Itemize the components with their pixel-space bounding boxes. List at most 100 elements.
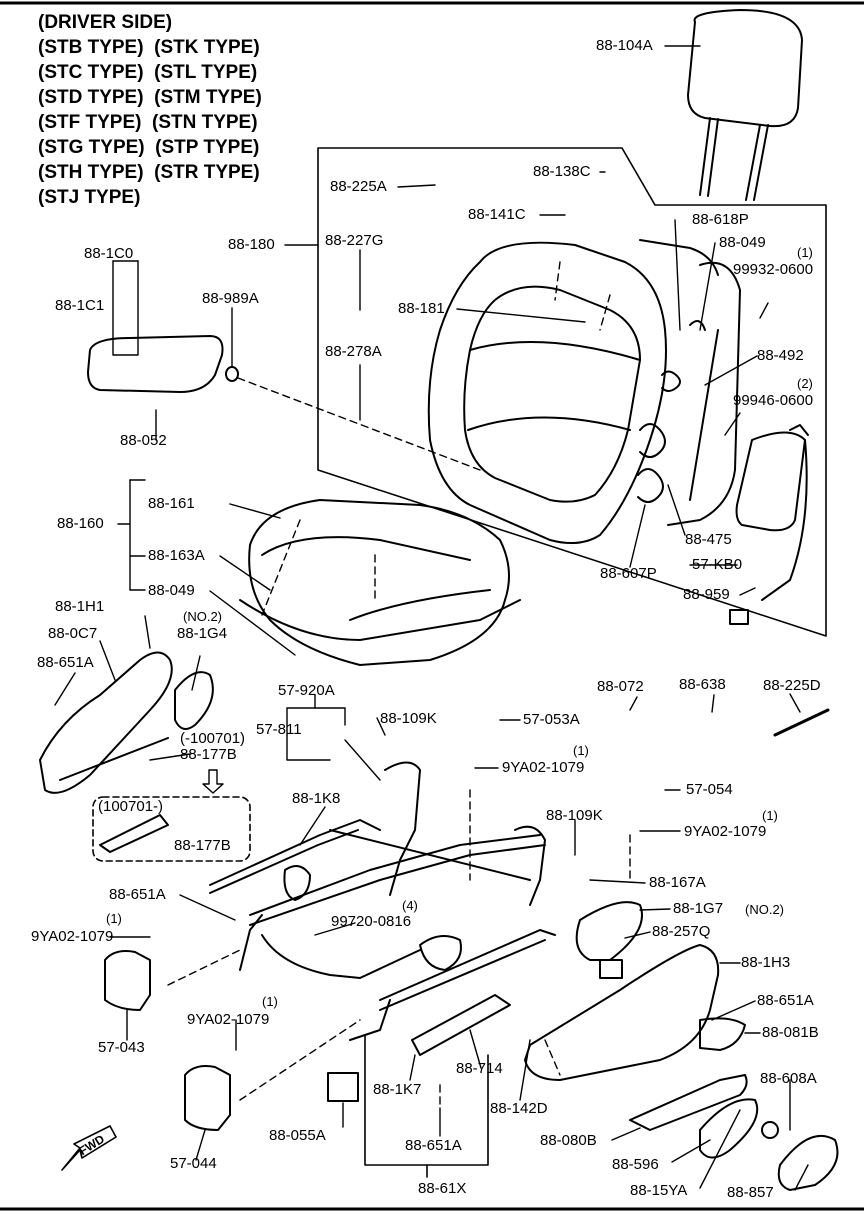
callout-88-225a: 88-225A	[330, 178, 387, 195]
callout-88-072: 88-072	[597, 678, 644, 695]
callout-88-596: 88-596	[612, 1156, 659, 1173]
callout-88-142d: 88-142D	[490, 1100, 548, 1117]
side-airbag-module	[729, 424, 809, 625]
seat-cushion	[239, 499, 521, 666]
callout-88-1c1: 88-1C1	[55, 297, 105, 314]
callout-88-475: 88-475	[685, 531, 732, 548]
callout-88-177b-a: 88-177B	[180, 746, 237, 763]
callout-99932-0600: 99932-0600	[733, 261, 814, 278]
callout-9ya02-1079-a: 9YA02-1079	[502, 759, 585, 776]
qty-9ya02-d: (1)	[262, 994, 278, 1009]
qty-no2-1g7: (NO.2)	[745, 902, 784, 917]
callout-88-651a-right: 88-651A	[757, 992, 814, 1009]
callout-88-857: 88-857	[727, 1184, 774, 1201]
qty-99932: (1)	[797, 245, 813, 260]
callout-88-049-back: 88-049	[719, 234, 766, 251]
callout-99720-0816: 99720-0816	[331, 913, 412, 930]
callout-57-054: 57-054	[686, 781, 733, 798]
callout-88-651a-frame: 88-651A	[109, 886, 166, 903]
callout-57-043: 57-043	[98, 1039, 145, 1056]
qty-9ya02-a: (1)	[573, 743, 589, 758]
callout-88-109k-a: 88-109K	[380, 710, 437, 727]
callout-57-kb0: 57-KB0	[692, 556, 743, 573]
callout-88-618p: 88-618P	[692, 211, 749, 228]
header-line-3: (STC TYPE) (STL TYPE)	[38, 62, 258, 83]
qty-9ya02-b: (1)	[762, 808, 778, 823]
callout-88-651a-left: 88-651A	[37, 654, 94, 671]
callout-88-0c7: 88-0C7	[48, 625, 98, 642]
headrest	[687, 9, 803, 201]
callout-88-177b-b: 88-177B	[174, 837, 231, 854]
callout-88-989a: 88-989A	[202, 290, 259, 307]
right-trim-parts	[524, 901, 839, 1191]
callout-88-080b: 88-080B	[540, 1132, 597, 1149]
callout-88-1g7: 88-1G7	[673, 900, 724, 917]
header-line-2: (STB TYPE) (STK TYPE)	[38, 37, 260, 58]
callout-88-61x: 88-61X	[418, 1180, 467, 1197]
callout-88-141c: 88-141C	[468, 206, 526, 223]
qty-99720: (4)	[402, 898, 418, 913]
variant-box	[92, 796, 251, 862]
callout-88-1c0: 88-1C0	[84, 245, 134, 262]
callout-88-638: 88-638	[679, 676, 726, 693]
callout-minus-100701: (-100701)	[180, 730, 246, 747]
callout-88-607p: 88-607P	[600, 565, 657, 582]
callout-88-492: 88-492	[757, 347, 804, 364]
callout-88-081b: 88-081B	[762, 1024, 819, 1041]
callout-99946-0600: 99946-0600	[733, 392, 814, 409]
callout-88-138c: 88-138C	[533, 163, 591, 180]
callout-88-055a: 88-055A	[269, 1127, 326, 1144]
qty-9ya02-c: (1)	[106, 911, 122, 926]
callout-9ya02-1079-d: 9YA02-1079	[187, 1011, 270, 1028]
callout-88-959: 88-959	[683, 586, 730, 603]
guide-lines	[167, 261, 631, 1106]
callout-88-227g: 88-227G	[325, 232, 384, 249]
callout-57-920a: 57-920A	[278, 682, 335, 699]
qty-99946: (2)	[797, 376, 813, 391]
header-line-6: (STG TYPE) (STP TYPE)	[38, 137, 260, 158]
callout-88-052: 88-052	[120, 432, 167, 449]
callout-88-109k-b: 88-109K	[546, 807, 603, 824]
callout-88-167a: 88-167A	[649, 874, 706, 891]
callout-57-044: 57-044	[170, 1155, 217, 1172]
callout-88-1k7: 88-1K7	[373, 1081, 422, 1098]
callout-9ya02-1079-b: 9YA02-1079	[684, 823, 767, 840]
callout-57-811: 57-811	[256, 721, 302, 738]
callout-88-180: 88-180	[228, 236, 275, 253]
callout-9ya02-1079-c: 9YA02-1079	[31, 928, 114, 945]
callout-88-161: 88-161	[148, 495, 195, 512]
callout-88-181: 88-181	[398, 300, 445, 317]
seatback-cushion	[427, 241, 667, 545]
callout-57-053a: 57-053A	[523, 711, 580, 728]
callout-88-257q: 88-257Q	[652, 923, 711, 940]
callout-88-1h1: 88-1H1	[55, 598, 105, 615]
header-line-4: (STD TYPE) (STM TYPE)	[38, 87, 262, 108]
callout-88-278a: 88-278A	[325, 343, 382, 360]
seatback-group-frame	[317, 147, 827, 637]
leader-lines	[54, 45, 809, 1191]
down-arrow	[202, 769, 224, 794]
callout-88-160: 88-160	[57, 515, 104, 532]
callout-88-049-cushion: 88-049	[148, 582, 195, 599]
callout-88-1g4: 88-1G4	[177, 625, 228, 642]
callout-100701-plus: (100701-)	[98, 798, 164, 815]
callout-88-608a: 88-608A	[760, 1070, 817, 1087]
seat-adjuster-frame	[209, 761, 556, 1041]
left-trim-parts	[39, 335, 239, 853]
callout-88-225d: 88-225D	[763, 677, 821, 694]
qty-no2-1g4: (NO.2)	[183, 609, 222, 624]
callout-88-104a: 88-104A	[596, 37, 653, 54]
header-line-8: (STJ TYPE)	[38, 187, 141, 208]
header-line-5: (STF TYPE) (STN TYPE)	[38, 112, 258, 133]
callout-88-714: 88-714	[456, 1060, 503, 1077]
callout-88-651a-bottom: 88-651A	[405, 1137, 462, 1154]
callout-88-1k8: 88-1K8	[292, 790, 341, 807]
callout-88-163a: 88-163A	[148, 547, 205, 564]
header-line-7: (STH TYPE) (STR TYPE)	[38, 162, 260, 183]
fwd-arrow	[61, 1125, 117, 1171]
header-line-1: (DRIVER SIDE)	[38, 12, 173, 33]
lower-covers	[104, 708, 830, 1131]
callout-88-1h3: 88-1H3	[741, 954, 791, 971]
